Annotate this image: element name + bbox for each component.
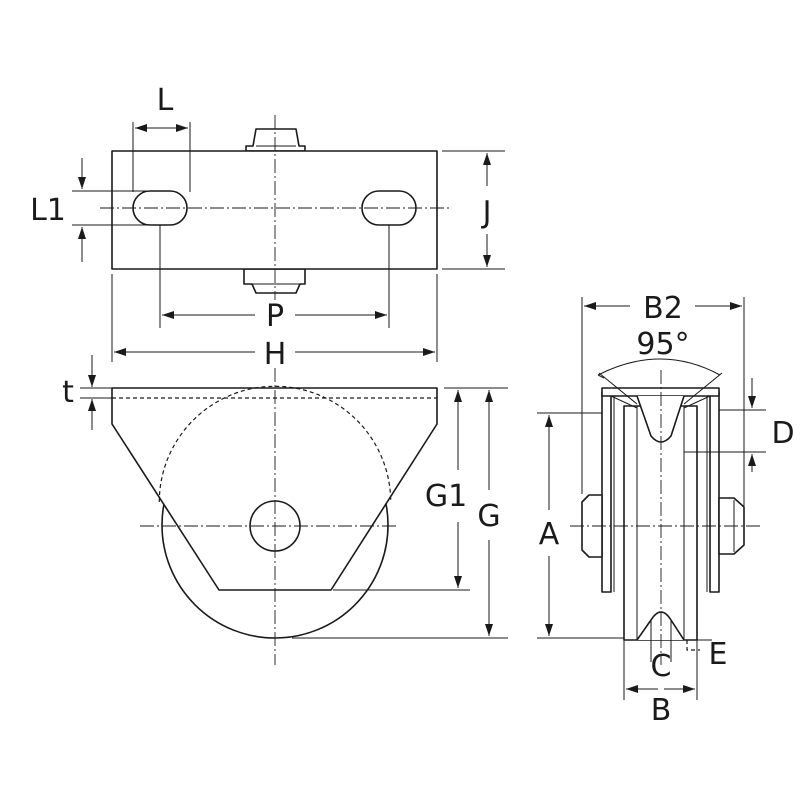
left-bracket-arm (601, 391, 612, 593)
label-D: D (771, 416, 794, 451)
angle-arrow-left-stub (597, 374, 605, 379)
label-H: H (264, 337, 287, 372)
label-L1: L1 (30, 193, 66, 228)
top-view-upper-nut (245, 128, 306, 152)
label-A: A (539, 517, 560, 552)
label-angle: 95° (636, 327, 689, 362)
label-L: L (157, 83, 174, 118)
label-C: C (651, 649, 672, 684)
angle-ext-right (683, 372, 723, 405)
label-P: P (266, 299, 284, 334)
side-top-plate (601, 387, 720, 397)
bracket-body (111, 387, 438, 591)
wheel-hidden-outline (158, 385, 392, 503)
side-view: 95° B2 D A C E B (537, 291, 795, 728)
bracket-v-form (610, 395, 711, 409)
label-B: B (651, 693, 672, 728)
label-G1: G1 (425, 479, 467, 514)
label-J: J (481, 195, 492, 230)
label-G: G (477, 499, 500, 534)
label-E: E (709, 637, 728, 672)
top-view: L L1 J P H (30, 83, 505, 372)
top-view-lower-nut (243, 268, 306, 294)
dim-E-leader (686, 640, 700, 651)
angle-arc (597, 358, 721, 376)
angle-ext-left (598, 372, 638, 405)
right-bracket-arm (709, 391, 720, 593)
label-B2: B2 (643, 291, 683, 326)
front-view: t G1 G (62, 355, 508, 665)
label-t: t (62, 375, 74, 410)
